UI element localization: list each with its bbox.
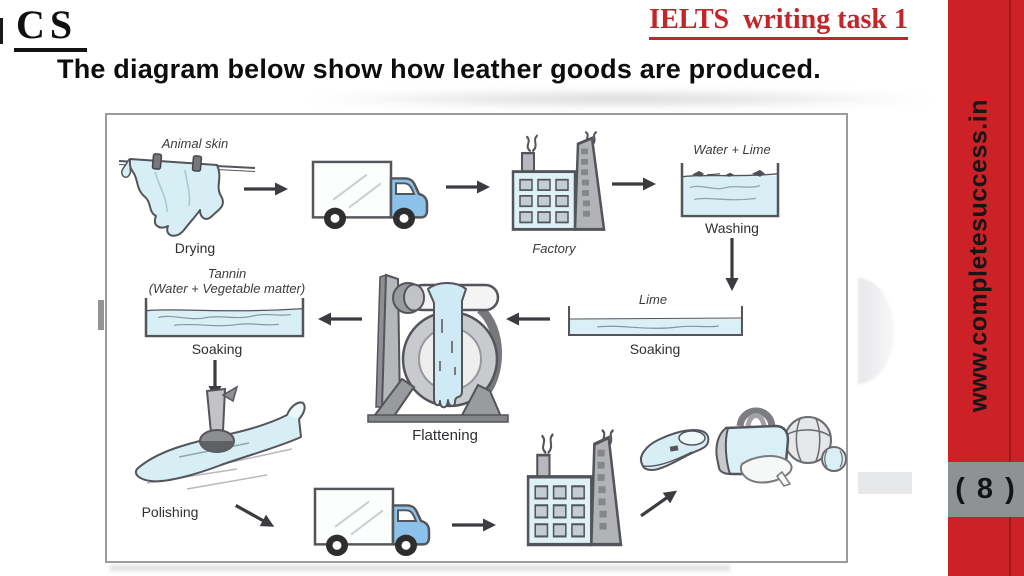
ielts-task-heading: IELTS writing task 1 <box>649 4 908 40</box>
soaking-lime-label: Soaking <box>629 341 681 357</box>
diagram-box: Animal skin Drying <box>105 113 848 563</box>
shadow-right-rect <box>858 472 912 494</box>
factory-illustration-1 <box>509 130 609 234</box>
washing-tank-illustration <box>680 162 780 219</box>
delivery-truck-illustration-2 <box>313 486 433 558</box>
flow-arrow-right-4-icon <box>451 517 497 538</box>
delivery-truck-illustration-1 <box>311 159 431 231</box>
flow-arrow-right-2-icon <box>445 179 491 200</box>
animal-skin-label: Animal skin <box>161 136 229 151</box>
flow-arrow-right-1-icon <box>243 181 289 202</box>
shadow-top <box>300 90 940 108</box>
flow-arrow-left-1-icon <box>317 311 363 332</box>
lime-label: Lime <box>638 292 668 307</box>
left-edge-mark <box>0 18 3 44</box>
polishing-machine-illustration <box>127 383 322 498</box>
hanging-skin-illustration <box>117 145 257 243</box>
tannin-label: Tannin <box>207 266 247 281</box>
flattening-label: Flattening <box>412 427 478 444</box>
leather-goods-illustration <box>630 402 848 490</box>
factory-illustration-2 <box>524 428 626 550</box>
page-number-badge: ( 8 ) <box>948 462 1024 517</box>
washing-label: Washing <box>705 220 759 236</box>
flow-arrow-left-2-icon <box>505 311 551 332</box>
left-edge-mark-2 <box>98 300 104 330</box>
flow-arrow-down-1-icon <box>724 238 740 297</box>
lime-tank-illustration <box>567 306 744 338</box>
drying-label: Drying <box>174 240 216 256</box>
slide-title: The diagram below show how leather goods… <box>57 54 821 84</box>
flow-arrow-diag-up-icon <box>634 482 687 528</box>
water-lime-label: Water + Lime <box>693 142 771 157</box>
flow-arrow-right-3-icon <box>611 176 657 197</box>
shadow-bottom <box>110 565 730 571</box>
sidebar-divider-line <box>1009 0 1011 576</box>
website-vertical-text: www.completesuccess.in <box>964 99 993 413</box>
factory-label: Factory <box>532 241 576 256</box>
cs-logo: CS <box>14 2 88 52</box>
sidebar-bar: www.completesuccess.in ( 8 ) <box>948 0 1024 576</box>
polishing-label: Polishing <box>141 504 199 520</box>
tannin-sub-label: (Water + Vegetable matter) <box>148 281 306 296</box>
soaking-tannin-label: Soaking <box>191 341 243 357</box>
shadow-right-blob <box>858 278 894 384</box>
flattening-machine-illustration <box>362 267 512 427</box>
flow-arrow-diag-down-icon <box>227 497 281 540</box>
tannin-tank-illustration <box>144 298 305 339</box>
